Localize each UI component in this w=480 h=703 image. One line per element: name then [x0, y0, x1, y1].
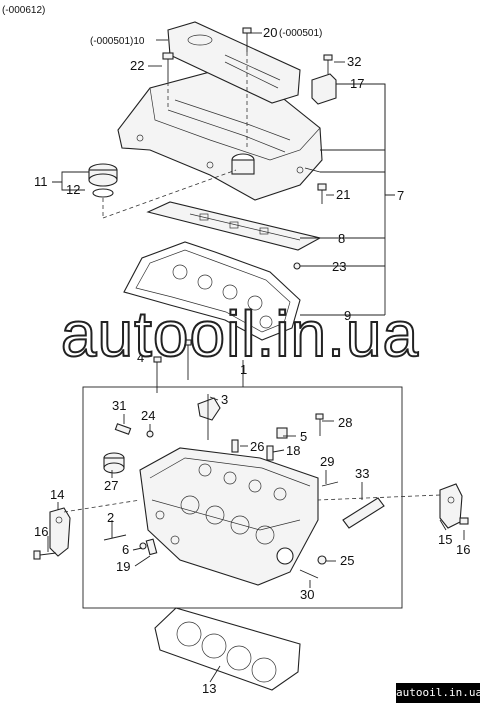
bolt-28 — [315, 413, 324, 436]
callout-28: 28 — [338, 415, 352, 430]
callout-33: 33 — [355, 466, 369, 481]
sensor-18 — [266, 445, 274, 461]
callout-29: 29 — [320, 454, 334, 469]
cylinder-head-gasket — [154, 607, 301, 691]
callout-32: 32 — [347, 54, 361, 69]
callout-18: 18 — [286, 443, 300, 458]
callout-19: 19 — [116, 559, 130, 574]
callout-30: 30 — [300, 587, 314, 602]
grommet-23 — [293, 262, 301, 270]
valve-cover — [117, 71, 323, 201]
callout-20-note: (-000501) — [279, 28, 322, 39]
callout-16-left: 16 — [34, 524, 48, 539]
callout-22: 22 — [130, 58, 144, 73]
valve-cover-rubber-gasket — [123, 241, 301, 341]
callout-labels: (-000501)10 20 (-000501) 22 32 17 11 12 … — [34, 25, 470, 696]
bracket-17 — [311, 73, 337, 105]
callout-31: 31 — [112, 398, 126, 413]
site-badge[interactable]: autooil.in.ua — [396, 683, 480, 703]
callout-9: 9 — [344, 308, 351, 323]
callout-15: 15 — [438, 532, 452, 547]
stud-30 — [299, 569, 319, 579]
callout-12: 12 — [66, 182, 80, 197]
stud-19 — [145, 538, 158, 556]
callout-14: 14 — [50, 487, 64, 502]
plug-25 — [317, 555, 327, 565]
callout-25: 25 — [340, 553, 354, 568]
diagram-code: (-000612) — [2, 5, 45, 16]
callout-7: 7 — [397, 188, 404, 203]
callout-2: 2 — [107, 510, 114, 525]
valve-cover-gasket-plate — [146, 201, 322, 251]
bracket-14 — [49, 507, 71, 557]
callout-17: 17 — [350, 76, 364, 91]
callout-26: 26 — [250, 439, 264, 454]
callout-24: 24 — [141, 408, 155, 423]
bracket-3 — [197, 394, 221, 440]
head-bolt-4 — [153, 356, 162, 393]
pipe-33 — [342, 497, 385, 529]
bolt-32 — [323, 54, 333, 74]
bracket-15 — [439, 483, 463, 529]
pin-31 — [114, 423, 132, 435]
callout-3: 3 — [221, 392, 228, 407]
cylinder-head-group-frame — [82, 386, 403, 609]
sensor-26 — [231, 439, 239, 453]
bolt-22 — [162, 52, 174, 82]
site-watermark: autooil.in.ua — [60, 298, 420, 370]
callout-11: 11 — [34, 174, 48, 189]
cylinder-head — [139, 447, 319, 586]
plug-6 — [139, 542, 147, 550]
sensor-5 — [276, 427, 288, 439]
plug-27 — [103, 452, 125, 474]
callout-5: 5 — [300, 429, 307, 444]
head-bolt-1 — [183, 339, 192, 380]
bolt-20 — [242, 27, 252, 52]
callout-6: 6 — [122, 542, 129, 557]
stud-29 — [321, 481, 339, 487]
oil-filler-cap — [88, 163, 118, 198]
bolt-16-right — [459, 517, 469, 525]
callout-10: (-000501)10 — [90, 36, 145, 47]
callout-27: 27 — [104, 478, 118, 493]
callout-13: 13 — [202, 681, 216, 696]
stud-2 — [103, 534, 127, 541]
callout-16-right: 16 — [456, 542, 470, 557]
callout-4: 4 — [137, 350, 144, 365]
callout-21: 21 — [336, 187, 350, 202]
callout-20: 20 — [263, 25, 277, 40]
callout-8: 8 — [338, 231, 345, 246]
bolt-21 — [304, 167, 327, 204]
callout-1: 1 — [240, 362, 247, 377]
callout-23: 23 — [332, 259, 346, 274]
leader-lines — [47, 32, 465, 683]
bolt-16-left — [33, 550, 57, 560]
